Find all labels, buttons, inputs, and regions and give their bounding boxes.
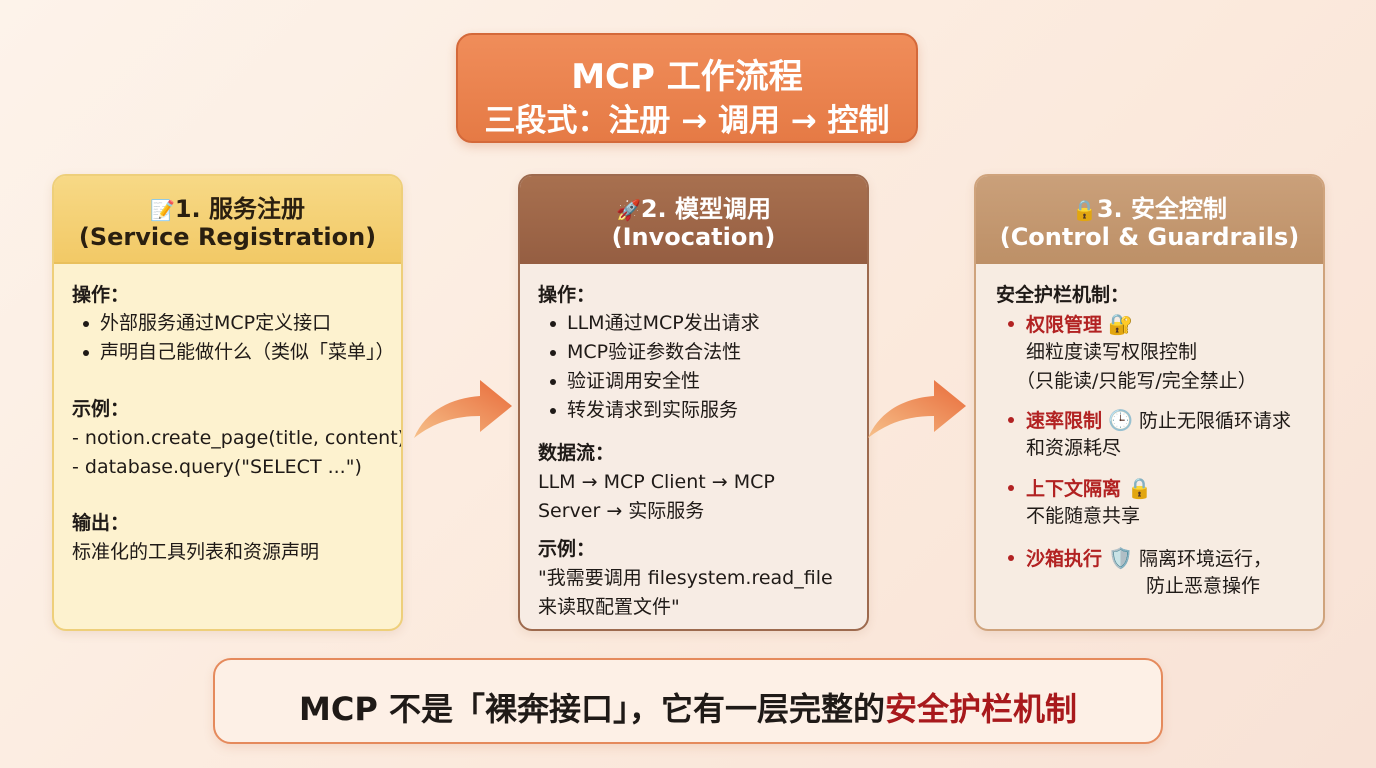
output-text: 标准化的工具列表和资源声明: [72, 541, 320, 563]
list-item: 转发请求到实际服务: [567, 399, 739, 421]
guard-item-desc: 防止无限循环请求: [1139, 410, 1292, 432]
page-title: MCP 工作流程: [571, 57, 803, 97]
bullet-icon: [550, 408, 556, 414]
summary-banner: MCP 不是「裸奔接口」，它有一层完整的安全护栏机制: [213, 658, 1163, 744]
lock-icon: 🔒: [1071, 198, 1097, 222]
guard-item-desc: 防止恶意操作: [1146, 575, 1261, 597]
lock-icon: 🔒: [1127, 476, 1152, 500]
bullet-icon: [550, 350, 556, 356]
guard-label: 安全护栏机制：: [996, 284, 1130, 306]
lock-key-icon: 🔐: [1108, 312, 1133, 336]
bullet-icon: [550, 379, 556, 385]
flow-label: 数据流：: [538, 442, 615, 464]
guard-item-desc: 和资源耗尽: [1026, 437, 1122, 459]
guard-item-name: 权限管理: [1026, 314, 1103, 336]
card-title: 2. 模型调用: [640, 195, 772, 223]
card-subtitle: (Control & Guardrails): [999, 223, 1300, 251]
guard-item-desc: 隔离环境运行，: [1139, 548, 1273, 570]
summary-highlight: 安全护栏机制: [884, 690, 1077, 728]
card-subtitle: (Invocation): [611, 223, 776, 251]
shield-icon: 🛡️: [1108, 546, 1133, 570]
bullet-icon: [1008, 321, 1014, 327]
guard-item-name: 上下文隔离: [1026, 478, 1122, 500]
title-banner: MCP 工作流程 三段式：注册 → 调用 → 控制: [456, 33, 918, 143]
card-invocation: 🚀2. 模型调用 (Invocation) 操作： LLM通过MCP发出请求 M…: [518, 174, 869, 631]
bullet-icon: [83, 350, 89, 356]
output-label: 输出：: [72, 512, 130, 534]
guard-item: 权限管理 🔐: [1026, 314, 1133, 335]
bullet-icon: [1008, 485, 1014, 491]
flow-arrow-icon: [868, 380, 966, 438]
flow-arrow-icon: [414, 380, 512, 438]
example-line: - database.query("SELECT ..."): [72, 456, 362, 478]
list-item: 外部服务通过MCP定义接口: [100, 312, 332, 334]
ops-label: 操作：: [72, 284, 130, 306]
example-label: 示例：: [538, 538, 596, 560]
guard-item: 上下文隔离 🔒: [1026, 478, 1152, 499]
guard-item-desc: 不能随意共享: [1026, 505, 1141, 527]
card-header: 📝1. 服务注册 (Service Registration): [54, 176, 401, 264]
example-line: 来读取配置文件": [538, 596, 680, 618]
flow-line: LLM → MCP Client → MCP: [538, 471, 775, 493]
bullet-icon: [1008, 417, 1014, 423]
card-title: 1. 服务注册: [174, 195, 306, 223]
guard-item-desc: 细粒度读写权限控制: [1026, 341, 1198, 363]
card-header: 🚀2. 模型调用 (Invocation): [520, 176, 867, 264]
card-service-registration: 📝1. 服务注册 (Service Registration) 操作： 外部服务…: [52, 174, 403, 631]
page-subtitle: 三段式：注册 → 调用 → 控制: [484, 103, 890, 139]
guard-item: 沙箱执行 🛡️ 隔离环境运行，: [1026, 548, 1272, 569]
ops-label: 操作：: [538, 284, 596, 306]
list-item: 验证调用安全性: [567, 370, 701, 392]
example-line: "我需要调用 filesystem.read_file: [538, 567, 833, 589]
guard-item-desc: （只能读/只能写/完全禁止）: [1016, 370, 1257, 392]
bullet-icon: [550, 321, 556, 327]
summary-prefix: MCP 不是「裸奔接口」，它有一层完整的: [299, 690, 885, 728]
flow-line: Server → 实际服务: [538, 500, 705, 522]
bullet-icon: [83, 321, 89, 327]
bullet-icon: [1008, 555, 1014, 561]
card-control-guardrails: 🔒3. 安全控制 (Control & Guardrails) 安全护栏机制： …: [974, 174, 1325, 631]
example-line: - notion.create_page(title, content): [72, 427, 403, 449]
list-item: LLM通过MCP发出请求: [567, 312, 760, 334]
guard-item: 速率限制 🕒 防止无限循环请求: [1026, 410, 1291, 431]
card-subtitle: (Service Registration): [78, 223, 377, 251]
guard-item-name: 速率限制: [1026, 410, 1103, 432]
rocket-icon: 🚀: [615, 198, 641, 222]
guard-item-name: 沙箱执行: [1026, 548, 1103, 570]
list-item: 声明自己能做什么（类似「菜单」）: [100, 341, 395, 363]
summary-text: MCP 不是「裸奔接口」，它有一层完整的安全护栏机制: [215, 684, 1161, 730]
clock-icon: 🕒: [1108, 408, 1133, 432]
card-title: 3. 安全控制: [1096, 195, 1228, 223]
list-item: MCP验证参数合法性: [567, 341, 742, 363]
memo-icon: 📝: [149, 198, 175, 222]
example-label: 示例：: [72, 398, 130, 420]
card-header: 🔒3. 安全控制 (Control & Guardrails): [976, 176, 1323, 264]
